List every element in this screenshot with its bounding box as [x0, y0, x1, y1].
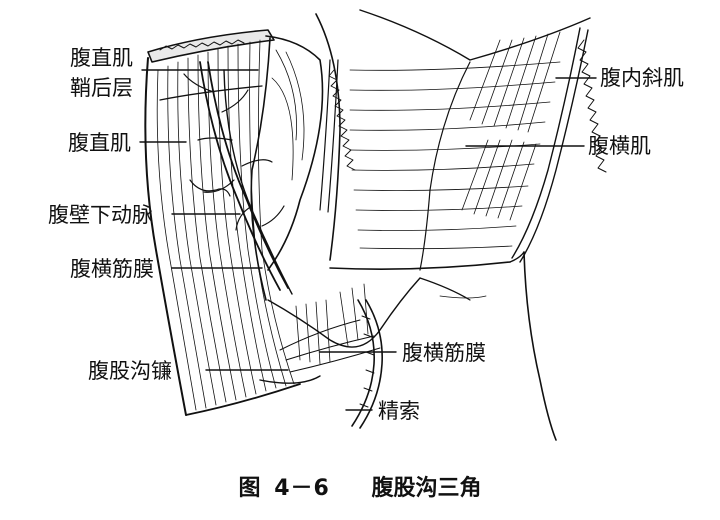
rectus-abdominis-shape: [144, 29, 301, 416]
caption-prefix: 图: [238, 476, 261, 501]
label-inferior-epigastric-artery: 腹壁下动脉: [48, 203, 153, 227]
label-transversus-abdominis: 腹横肌: [588, 134, 651, 158]
abdominal-wall-muscles-shape: [315, 9, 607, 271]
caption-number: 4－6: [274, 476, 330, 501]
label-rectus-sheath-posterior-layer-line2: 鞘后层: [70, 76, 133, 100]
label-rectus-sheath-posterior-layer-line1: 腹直肌: [70, 46, 133, 70]
label-transversalis-fascia-left: 腹横筋膜: [70, 257, 154, 281]
inguinal-region-shape: [259, 251, 557, 441]
inferior-epigastric-vessels-shape: [183, 61, 293, 295]
leader-lines: [139, 69, 597, 411]
rectus-sheath-posterior-layer-shape: [265, 35, 324, 271]
label-spermatic-cord: 精索: [378, 399, 420, 423]
label-internal-oblique: 腹内斜肌: [600, 66, 684, 90]
label-conjoint-tendon: 腹股沟镰: [88, 359, 172, 383]
figure-caption: 图 4－6 腹股沟三角: [0, 470, 720, 502]
label-rectus-abdominis: 腹直肌: [68, 131, 131, 155]
label-transversalis-fascia-right: 腹横筋膜: [402, 341, 486, 365]
caption-title: 腹股沟三角: [371, 476, 482, 501]
